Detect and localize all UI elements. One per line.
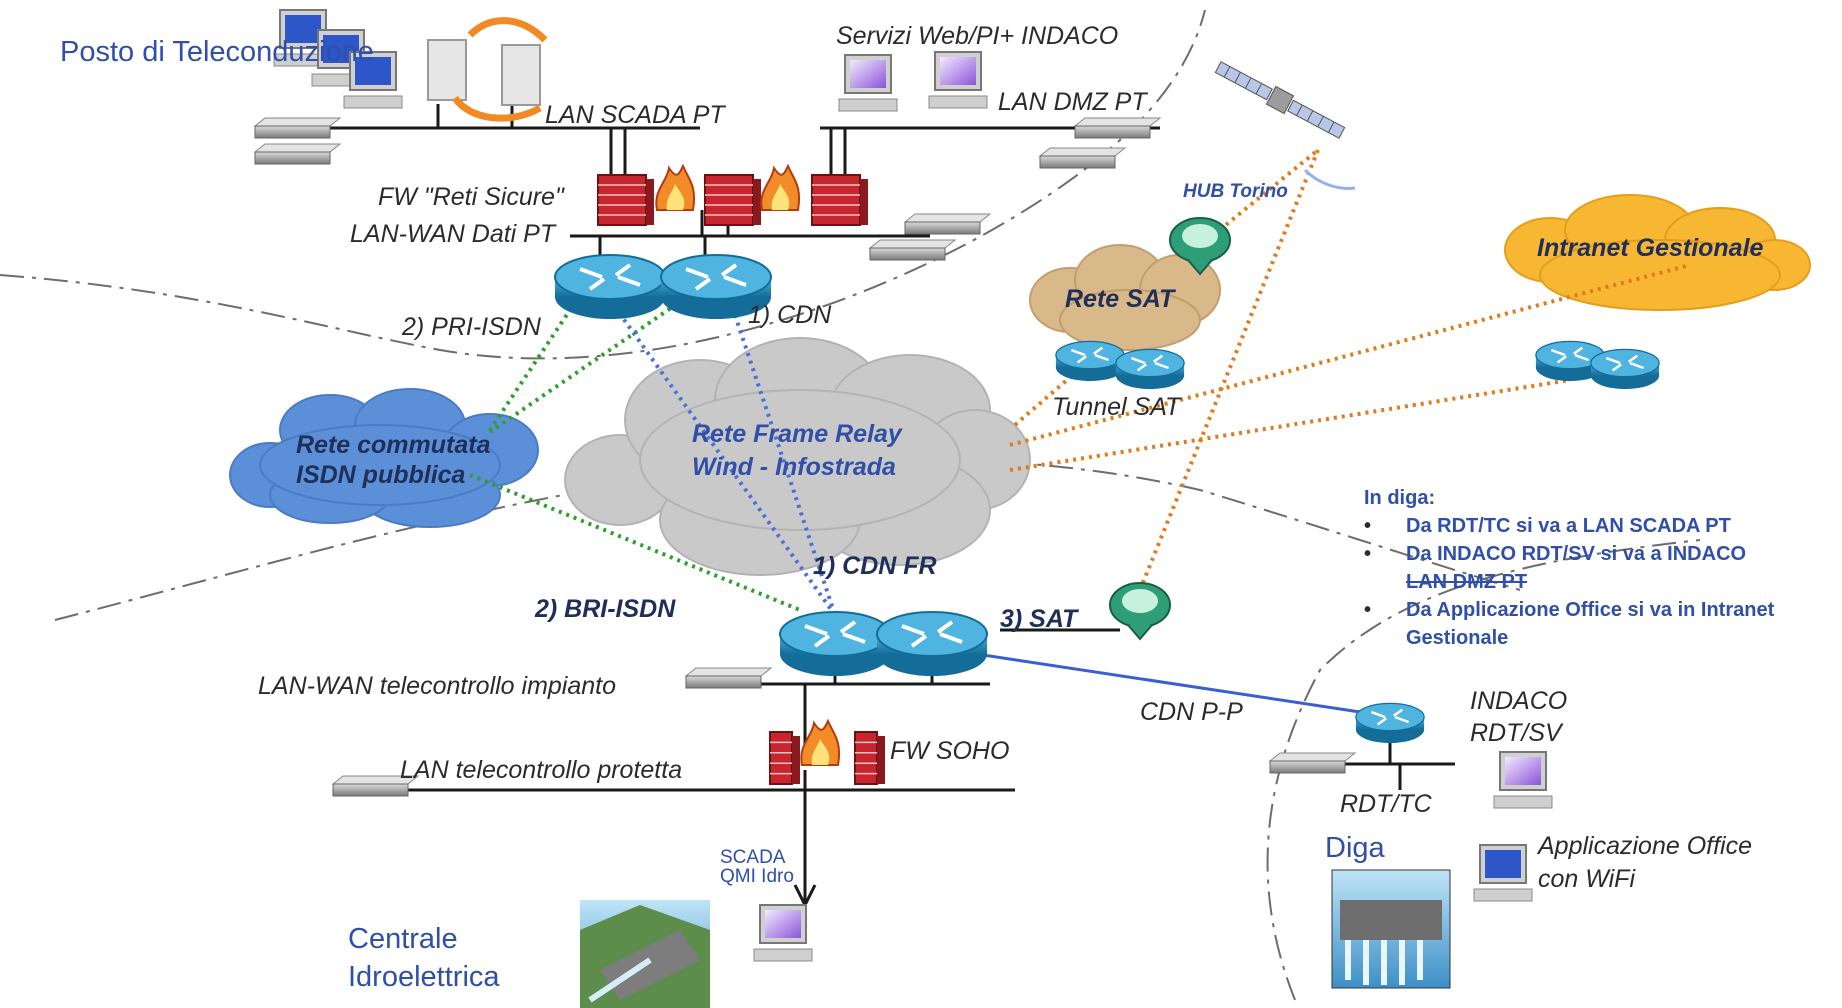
dam-image	[1331, 869, 1451, 989]
server-icon	[253, 143, 342, 165]
lan-dmz-pt-label: LAN DMZ PT	[998, 88, 1147, 116]
server-icon	[331, 775, 420, 797]
dish-hub-icon	[1169, 217, 1231, 276]
bri-isdn-label: 2) BRI-ISDN	[535, 595, 676, 623]
server-icon	[868, 239, 957, 261]
server-icon	[1038, 147, 1127, 169]
scada-qmi-label: SCADA QMI Idro	[720, 847, 794, 887]
diga-note: In diga: Da RDT/TC si va a LAN SCADA PT …	[1364, 484, 1834, 652]
tunnel-sat-label: Tunnel SAT	[1052, 393, 1181, 421]
pc-posto-1-icon	[273, 9, 333, 67]
pc-indaco-icon	[1493, 751, 1553, 809]
cdn-fr-label: 1) CDN FR	[813, 552, 937, 580]
sat-label: 3) SAT	[1000, 605, 1078, 633]
pc-posto-3-icon	[343, 51, 403, 109]
intranet-cloud	[1504, 194, 1811, 311]
zone-centrale-label: Centrale Idroelettrica	[348, 923, 500, 993]
dish-diga-icon	[1109, 582, 1171, 641]
firewall-soho-left	[769, 731, 800, 785]
firewall-icons	[597, 163, 885, 785]
flame-2-icon	[760, 163, 800, 211]
pri-isdn-label: 2) PRI-ISDN	[402, 313, 541, 341]
hydro-plant-image	[580, 900, 710, 1008]
computer-icons	[273, 9, 1553, 962]
router-diga	[1355, 702, 1425, 744]
server-icon	[903, 213, 992, 235]
lan-wan-dati-pt-label: LAN-WAN Dati PT	[350, 220, 556, 248]
replication-icon	[427, 17, 548, 122]
firewall-soho-right	[854, 731, 885, 785]
lan-wan-telecontrollo-label: LAN-WAN telecontrollo impianto	[258, 672, 617, 700]
pc-servizi-1-icon	[838, 54, 898, 112]
router-intranet-2	[1590, 348, 1660, 390]
pc-servizi-2-icon	[928, 51, 988, 109]
isdn-cloud	[229, 388, 539, 528]
indaco-rdt-label: INDACO RDT/SV	[1470, 687, 1568, 747]
note-title: In diga:	[1364, 487, 1436, 509]
router-sat-1	[1055, 340, 1125, 382]
firewall-1	[597, 174, 654, 226]
lan-scada-pt-label: LAN SCADA PT	[545, 101, 725, 129]
frame-relay-cloud	[564, 337, 1031, 576]
intranet-label: Intranet Gestionale	[1537, 234, 1764, 262]
pri-isdn-links	[469, 293, 801, 612]
app-office-label: Applicazione Office con WiFi	[1538, 832, 1753, 893]
server-icon	[1268, 752, 1357, 774]
fw-soho-label: FW SOHO	[890, 737, 1010, 765]
zone-diga-label: Diga	[1325, 832, 1385, 864]
server-icon	[1073, 117, 1162, 139]
rdt-tc-label: RDT/TC	[1340, 790, 1432, 818]
firewall-3	[811, 174, 868, 226]
pc-office-icon	[1473, 844, 1533, 902]
router-intranet-1	[1535, 340, 1605, 382]
lan-telecontrollo-protetta-label: LAN telecontrollo protetta	[400, 756, 683, 784]
pc-scada-icon	[753, 904, 813, 962]
boundary-diga	[1266, 539, 1701, 1001]
cdn-links	[608, 298, 837, 617]
servizi-web-label: Servizi Web/PI+ INDACO	[836, 22, 1119, 50]
router-sat-2	[1115, 348, 1185, 390]
zone-posto-label: Posto di Teleconduzione	[60, 36, 374, 68]
boundary-posto	[0, 9, 1206, 360]
frame-relay-label: Rete Frame Relay Wind - Infostrada	[692, 420, 902, 481]
note-item: Da RDT/TC si va a LAN SCADA PT	[1364, 512, 1834, 540]
router-icons	[554, 254, 1660, 744]
cdn-pp-label: CDN P-P	[1140, 698, 1243, 726]
server-icons	[253, 117, 1357, 797]
fw-reti-sicure-label: FW "Reti Sicure"	[378, 183, 564, 211]
note-struck: LAN DMZ PT	[1406, 571, 1528, 593]
cdn-label: 1) CDN	[748, 301, 832, 329]
flame-1-icon	[655, 163, 695, 211]
server-icon	[684, 667, 773, 689]
cdn-pp-link	[949, 648, 1361, 714]
server-icon	[253, 117, 342, 139]
rete-sat-label: Rete SAT	[1065, 285, 1175, 313]
router-centrale-2	[876, 611, 988, 676]
firewall-2	[704, 174, 761, 226]
satellite-icon	[1214, 61, 1346, 139]
router-pt-1	[554, 254, 666, 319]
hub-torino-label: HUB Torino	[1183, 181, 1288, 202]
router-pt-2	[660, 254, 772, 319]
isdn-cloud-label: Rete commutata ISDN pubblica	[296, 431, 491, 489]
satellite-beam-icon	[1303, 168, 1356, 190]
note-item: Da Applicazione Office si va in Intranet…	[1364, 596, 1834, 652]
router-centrale-1	[779, 611, 891, 676]
flame-soho-icon	[800, 718, 840, 766]
